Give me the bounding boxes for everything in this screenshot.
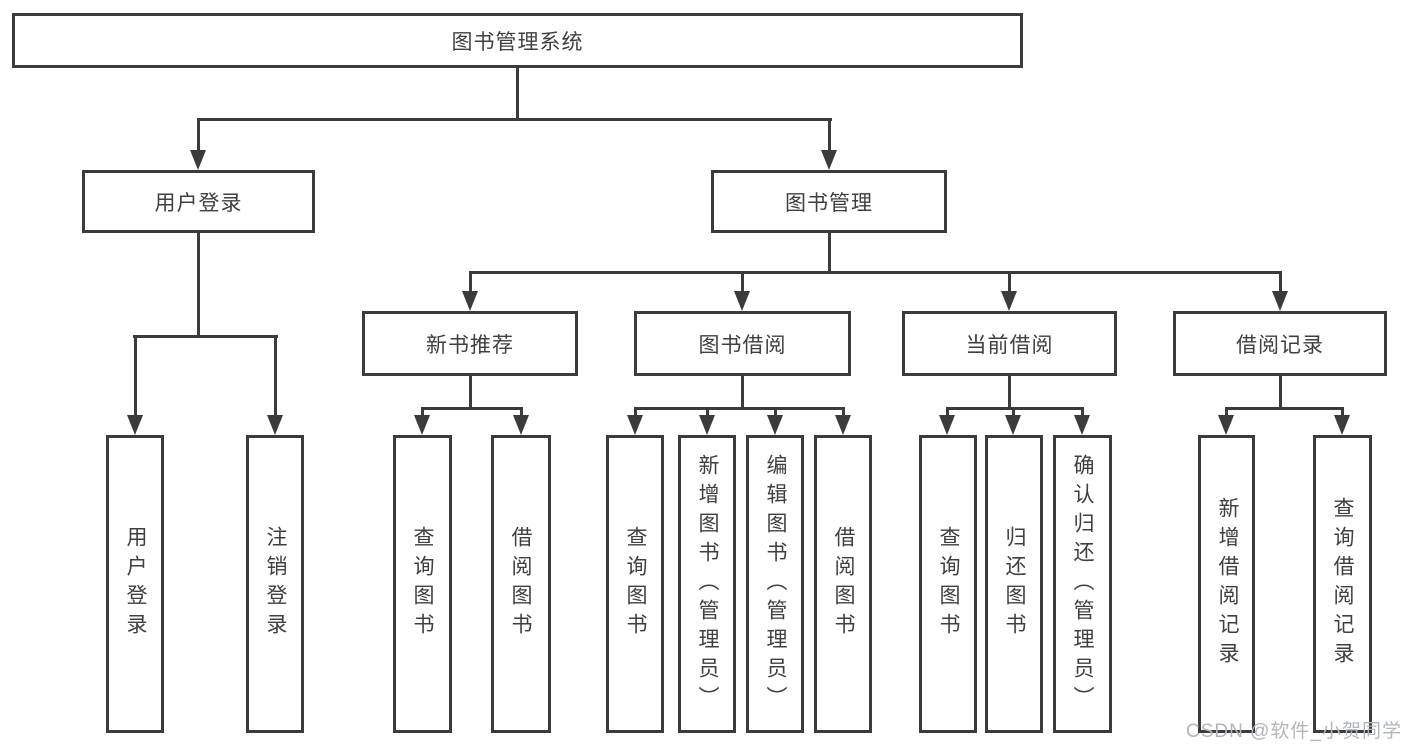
arrowhead-br-add-record: [1218, 415, 1234, 435]
arrow-shaft-bb-borrow-book: [842, 407, 845, 415]
node-br-query-record: 查询借阅记录: [1313, 435, 1372, 733]
connector-stem-borrow-record: [1279, 376, 1282, 407]
connector-bar-book-borrow: [634, 407, 845, 410]
arrow-shaft-book-mgmt: [828, 118, 831, 150]
node-bb-borrow-book: 借阅图书: [814, 435, 872, 733]
connector-stem-current-borrow: [1008, 376, 1011, 407]
arrowhead-bb-borrow-book: [835, 415, 851, 435]
arrowhead-logout: [267, 415, 283, 435]
connector-bar-book-mgmt: [469, 271, 1282, 274]
arrowhead-user-login: [190, 150, 206, 170]
node-bb-edit-book: 编辑图书（管理员）: [746, 435, 804, 733]
arrowhead-bb-query-book: [627, 415, 643, 435]
arrowhead-bb-edit-book: [767, 415, 783, 435]
arrowhead-br-query-record: [1334, 415, 1350, 435]
arrowhead-cb-return-book: [1005, 415, 1021, 435]
arrowhead-cb-confirm-return: [1074, 415, 1090, 435]
node-root: 图书管理系统: [12, 13, 1023, 68]
arrow-shaft-book-borrow: [741, 271, 744, 291]
arrow-shaft-user-login: [197, 118, 200, 150]
node-root-label: 图书管理系统: [451, 30, 584, 54]
arrowhead-book-mgmt: [821, 150, 837, 170]
node-rec-query-book: 查询图书: [393, 435, 452, 733]
node-user-login-label: 用户登录: [154, 191, 243, 215]
arrowhead-new-book-rec: [462, 291, 478, 311]
node-cb-query-book: 查询图书: [919, 435, 977, 733]
node-current-borrow-label: 当前借阅: [965, 333, 1054, 357]
node-book-borrow-label: 图书借阅: [698, 333, 787, 357]
arrow-shaft-br-add-record: [1225, 407, 1228, 415]
node-borrow-record: 借阅记录: [1173, 311, 1387, 376]
connector-bar-user-login: [133, 335, 278, 338]
connector-stem-book-mgmt: [828, 233, 831, 273]
node-cb-return-book: 归还图书: [985, 435, 1043, 733]
node-new-book-rec: 新书推荐: [362, 311, 578, 376]
node-user-login: 用户登录: [82, 170, 315, 233]
arrowhead-book-borrow: [734, 291, 750, 311]
arrowhead-current-borrow: [1001, 291, 1017, 311]
node-new-book-rec-label: 新书推荐: [426, 333, 514, 357]
node-cb-confirm-return: 确认归还（管理员）: [1053, 435, 1112, 733]
node-book-mgmt-label: 图书管理: [785, 191, 873, 215]
arrow-shaft-current-borrow: [1008, 271, 1011, 291]
connector-stem-new-book-rec: [469, 376, 472, 407]
node-rec-borrow-book: 借阅图书: [491, 435, 551, 733]
arrow-shaft-rec-query-book: [421, 407, 424, 415]
connector-stem-root: [516, 68, 519, 118]
arrow-shaft-bb-add-book: [706, 407, 709, 415]
arrow-shaft-br-query-record: [1341, 407, 1344, 415]
node-borrow-record-label: 借阅记录: [1236, 333, 1324, 357]
connector-bar-root: [197, 118, 832, 121]
watermark: CSDN @软件_小贺同学: [1186, 721, 1402, 742]
node-br-add-record: 新增借阅记录: [1198, 435, 1255, 733]
arrow-shaft-borrow-record: [1279, 271, 1282, 291]
arrow-shaft-logout: [274, 335, 277, 415]
node-book-mgmt: 图书管理: [711, 170, 947, 233]
arrowhead-rec-query-book: [414, 415, 430, 435]
node-login: 用户登录: [106, 435, 164, 733]
node-book-borrow: 图书借阅: [634, 311, 851, 376]
arrow-shaft-cb-return-book: [1012, 407, 1015, 415]
node-current-borrow: 当前借阅: [902, 311, 1117, 376]
connector-bar-current-borrow: [946, 407, 1084, 410]
node-bb-add-book: 新增图书（管理员）: [678, 435, 736, 733]
arrowhead-borrow-record: [1272, 291, 1288, 311]
arrow-shaft-bb-edit-book: [774, 407, 777, 415]
node-bb-query-book: 查询图书: [606, 435, 664, 733]
node-logout: 注销登录: [246, 435, 304, 733]
connector-stem-book-borrow: [741, 376, 744, 407]
connector-stem-user-login: [197, 233, 200, 335]
arrow-shaft-login: [134, 335, 137, 415]
connector-bar-borrow-record: [1225, 407, 1344, 410]
arrowhead-login: [127, 415, 143, 435]
arrow-shaft-rec-borrow-book: [520, 407, 523, 415]
connector-bar-new-book-rec: [421, 407, 523, 410]
arrow-shaft-cb-confirm-return: [1081, 407, 1084, 415]
arrowhead-bb-add-book: [699, 415, 715, 435]
arrowhead-cb-query-book: [939, 415, 955, 435]
arrowhead-rec-borrow-book: [513, 415, 529, 435]
arrow-shaft-bb-query-book: [634, 407, 637, 415]
arrow-shaft-new-book-rec: [469, 271, 472, 291]
arrow-shaft-cb-query-book: [946, 407, 949, 415]
